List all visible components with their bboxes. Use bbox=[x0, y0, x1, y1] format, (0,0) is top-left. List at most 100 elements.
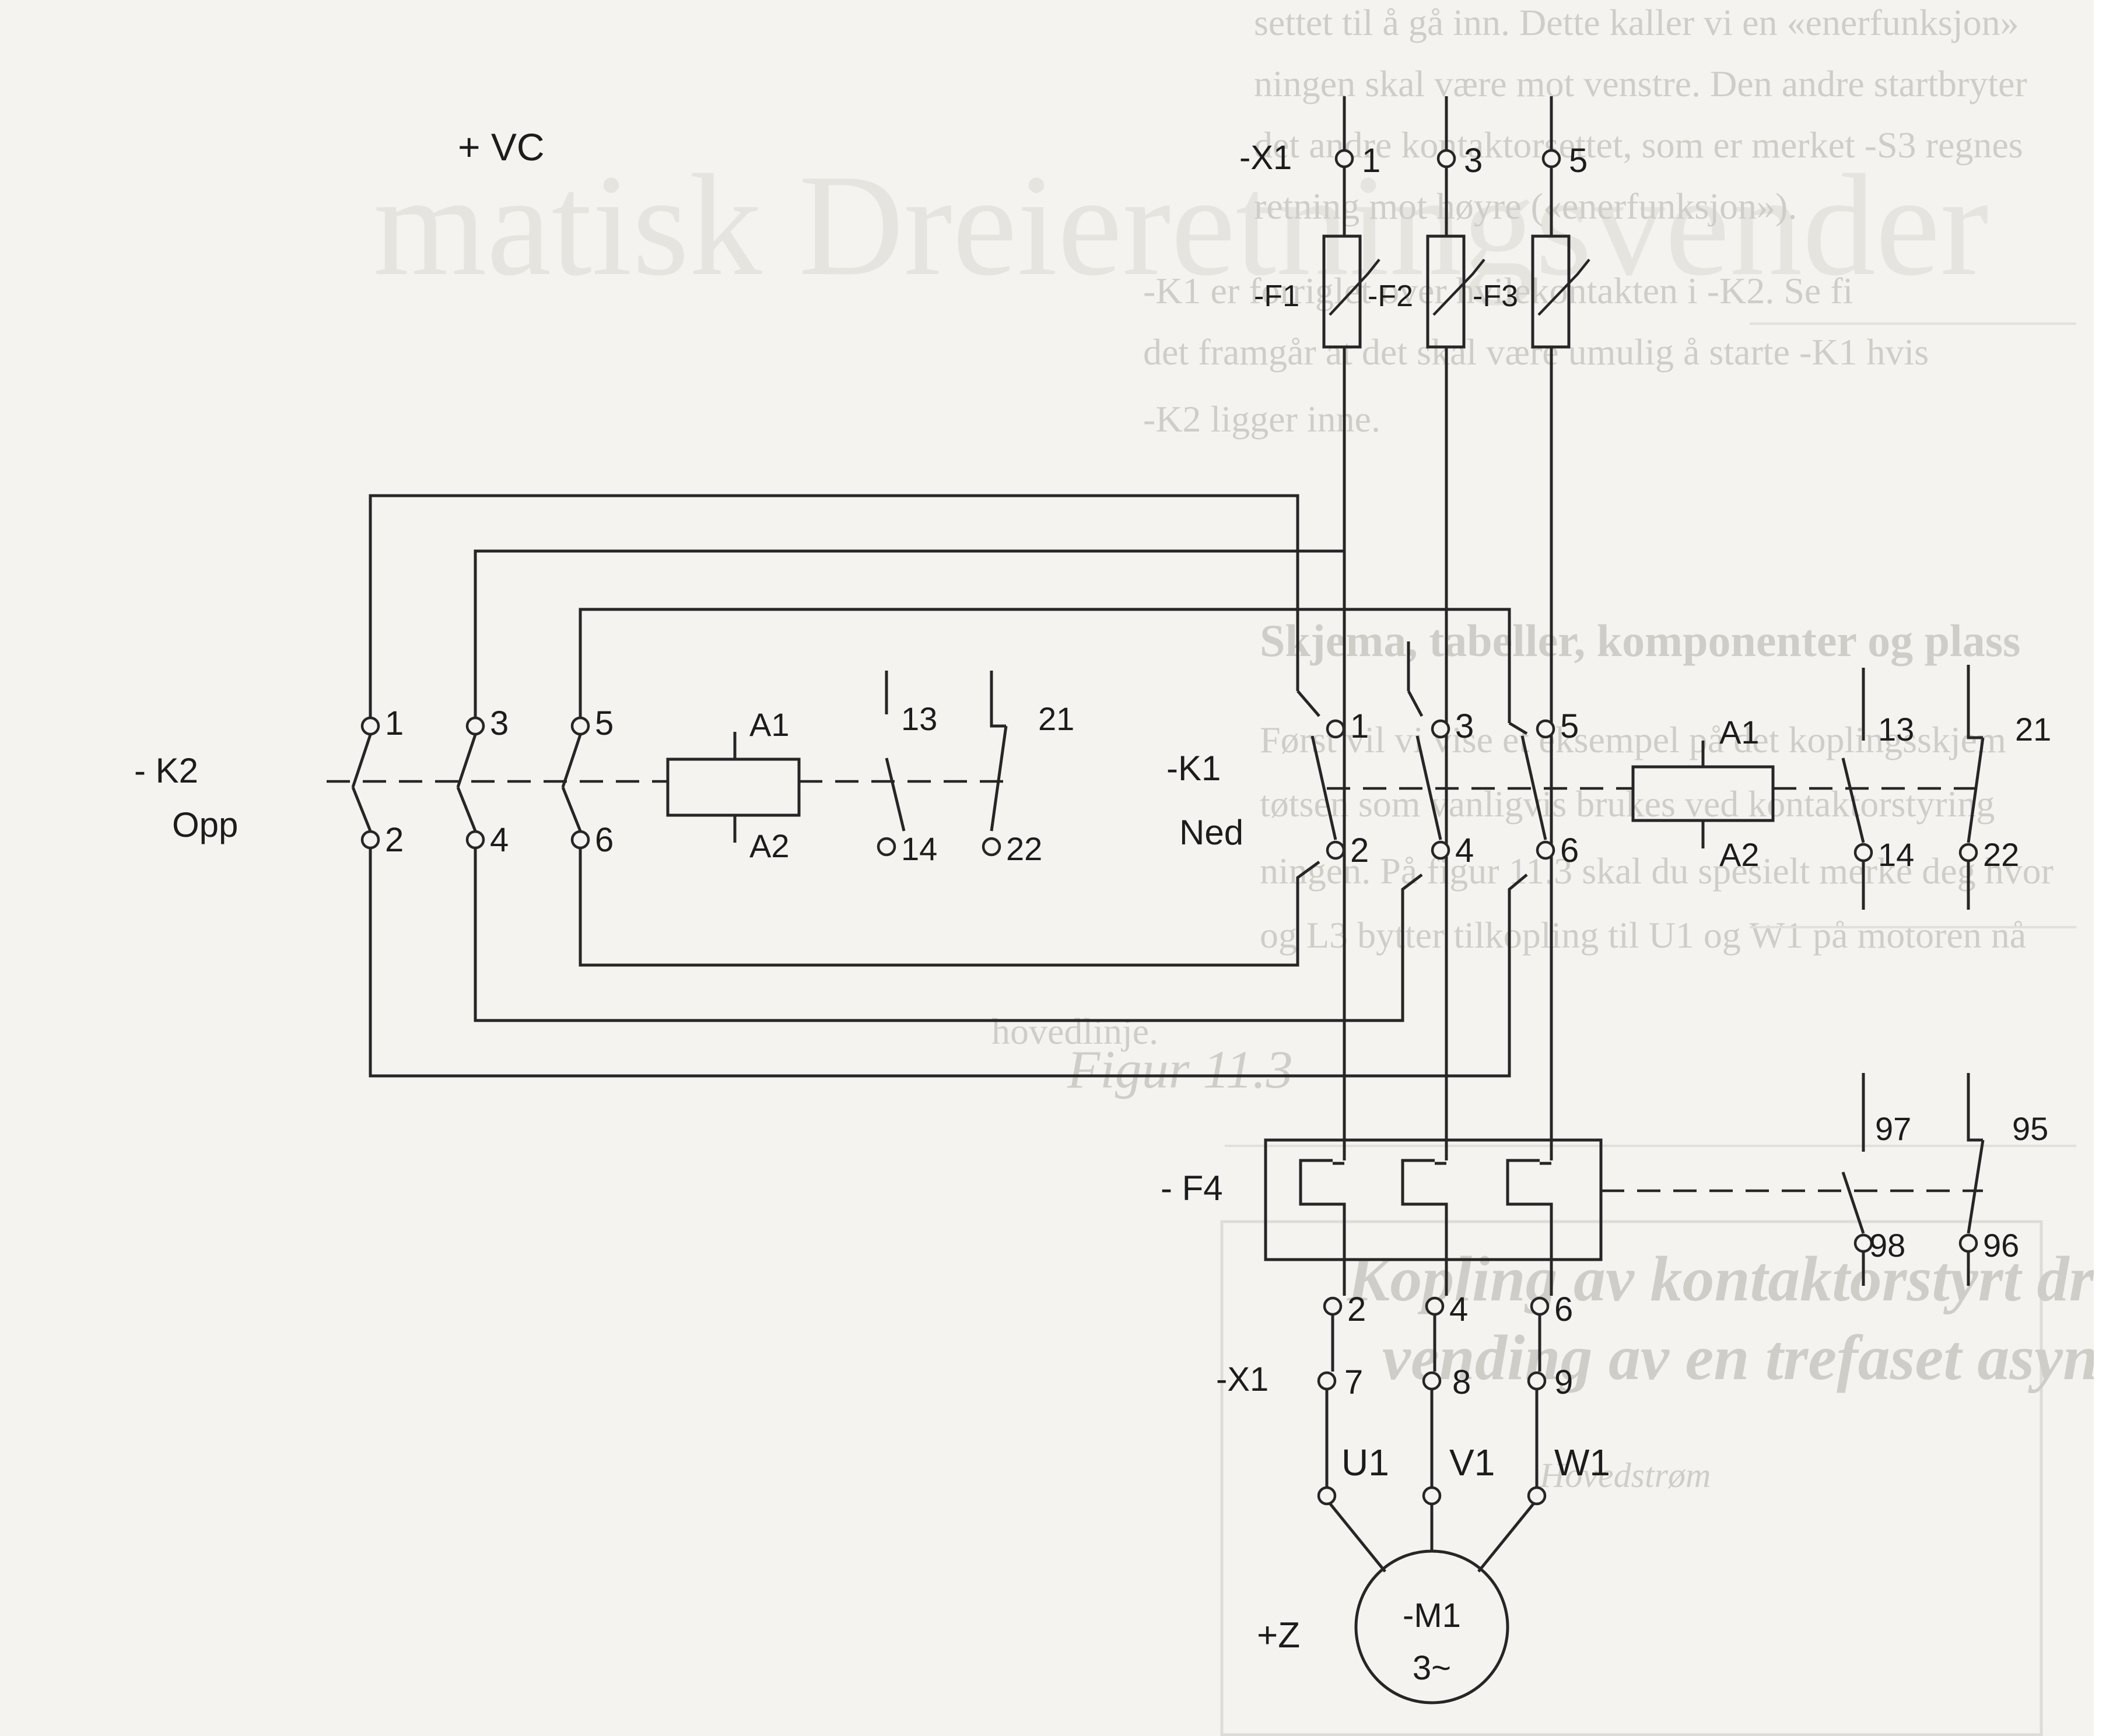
background-line: Først vil vi vise et eksempel på det kop… bbox=[1260, 719, 2006, 760]
terminal-circle bbox=[1317, 1371, 1337, 1391]
wire-loop-middle-bottom bbox=[474, 866, 1423, 1022]
aux-contact-nc bbox=[1967, 1139, 1985, 1234]
background-line: tøtsen som vanligvis brukes ved kontakto… bbox=[1260, 783, 1995, 825]
terminal-number: 95 bbox=[2012, 1110, 2048, 1147]
terminal-circle bbox=[1527, 1486, 1547, 1506]
background-line: det framgår at det skal være umulig å st… bbox=[1143, 331, 1929, 373]
terminal-number: 98 bbox=[1869, 1227, 1905, 1264]
wire bbox=[1508, 721, 1528, 735]
background-line: ningen. På figur 11.3 skal du spesielt m… bbox=[1260, 850, 2054, 892]
background-line: -K1 er forriglet over hvilekontakten i -… bbox=[1143, 270, 1853, 311]
terminal-circle bbox=[1326, 719, 1345, 739]
terminal-number: 21 bbox=[2015, 711, 2051, 748]
aux-contact-no bbox=[1841, 757, 1865, 843]
overload-relay-body bbox=[1264, 1138, 1603, 1261]
background-box bbox=[1220, 1220, 2043, 1736]
background-text: matisk Dreieretningsvender settet til å … bbox=[373, 0, 2120, 1736]
terminal-circle bbox=[1436, 149, 1456, 169]
coil-terminal-a2: A2 bbox=[749, 827, 790, 864]
wire-loop-outer-top bbox=[369, 494, 1299, 717]
main-contact-blade bbox=[1310, 735, 1337, 840]
terminal-circle bbox=[1530, 1296, 1550, 1316]
fuse-group: -F1 -F2 -F3 bbox=[1254, 167, 1590, 1152]
background-line: hovedlinje. bbox=[991, 1011, 1158, 1052]
terminal-circle bbox=[1853, 843, 1873, 862]
motor-label: -M1 bbox=[1403, 1597, 1461, 1635]
overload-relay-label: - F4 bbox=[1161, 1169, 1223, 1208]
terminal-number: 6 bbox=[1560, 832, 1579, 869]
terminal-circle bbox=[1422, 1371, 1442, 1391]
terminal-number: 7 bbox=[1344, 1363, 1363, 1401]
background-line: ningen skal være mot venstre. Den andre … bbox=[1254, 63, 2027, 104]
thermal-element bbox=[1506, 1159, 1553, 1245]
wire-loop-outer-bottom bbox=[369, 866, 1528, 1078]
background-section-title: Skjema, tabeller, komponenter og plass bbox=[1260, 615, 2020, 666]
terminal-number: 14 bbox=[901, 830, 937, 867]
fuse-f1-body bbox=[1322, 234, 1362, 349]
main-contact-blade bbox=[561, 734, 582, 788]
background-line: og L3 bytter tilkopling til U1 og W1 på … bbox=[1260, 914, 2026, 956]
motor-terminal-w1: W1 bbox=[1554, 1442, 1610, 1484]
aux-contact-no bbox=[1841, 1172, 1865, 1234]
terminal-circle bbox=[360, 716, 380, 736]
background-box-caption: Hovedstrøm bbox=[1539, 1456, 1711, 1495]
wire-loop-inner-bottom bbox=[579, 860, 1320, 967]
motor-terminal-u1: U1 bbox=[1341, 1442, 1389, 1484]
background-line: settet til å gå inn. Dette kaller vi en … bbox=[1254, 2, 2019, 43]
terminal-number: 13 bbox=[901, 700, 937, 737]
terminal-number: 96 bbox=[1983, 1227, 2019, 1264]
terminal-number: 2 bbox=[1350, 832, 1369, 869]
coil-terminal-a1: A1 bbox=[1719, 714, 1760, 750]
terminal-circle bbox=[360, 830, 380, 850]
terminal-number: 13 bbox=[1878, 711, 1914, 748]
supply-terminal-block: -X1 1 3 5 bbox=[1239, 96, 1588, 180]
aux-contact-no bbox=[885, 757, 906, 832]
terminal-number: 14 bbox=[1878, 836, 1914, 873]
terminal-number: 22 bbox=[1983, 836, 2019, 873]
main-contact-blade bbox=[456, 734, 477, 788]
motor-lead bbox=[1477, 1502, 1535, 1573]
terminal-number: 3 bbox=[490, 704, 509, 742]
location-label-z: +Z bbox=[1257, 1615, 1300, 1656]
contactor-label-k1: -K1 bbox=[1166, 749, 1221, 788]
wire-loop-middle-top bbox=[474, 549, 1344, 717]
terminal-circle bbox=[570, 830, 590, 850]
terminal-number: 4 bbox=[1449, 1290, 1468, 1328]
terminal-circle bbox=[1326, 840, 1345, 860]
terminal-number: 2 bbox=[1347, 1290, 1366, 1328]
terminal-circle bbox=[1541, 149, 1561, 169]
terminal-number: 22 bbox=[1006, 830, 1042, 867]
terminal-circle bbox=[570, 716, 590, 736]
background-line: -K2 ligger inne. bbox=[1143, 398, 1380, 440]
terminal-number: 1 bbox=[1362, 142, 1380, 180]
contactor-coil-k2 bbox=[666, 757, 801, 817]
terminal-circle bbox=[1527, 1371, 1547, 1391]
terminal-circle bbox=[877, 837, 896, 857]
terminal-circle bbox=[982, 837, 1001, 857]
terminal-circle bbox=[1425, 1296, 1445, 1316]
background-line: retning mot høyre («enerfunksjon»). bbox=[1254, 185, 1797, 227]
terminal-circle bbox=[1536, 840, 1555, 860]
wire bbox=[1296, 690, 1320, 717]
terminal-number: 1 bbox=[385, 704, 404, 742]
coil-terminal-a1: A1 bbox=[749, 706, 790, 743]
terminal-number: 3 bbox=[1464, 142, 1483, 180]
overload-relay-f4: - F4 97 98 95 96 bbox=[1161, 1073, 2048, 1296]
terminal-circle bbox=[1958, 1233, 1978, 1253]
terminal-block-label: -X1 bbox=[1239, 139, 1292, 177]
aux-contact-nc bbox=[1967, 737, 1985, 843]
background-heading: matisk Dreieretningsvender bbox=[373, 145, 1989, 306]
page-edge bbox=[2094, 0, 2120, 1736]
background-box-title: Kopling av kontaktorstyrt dreieretnings- bbox=[1347, 1243, 2120, 1314]
main-contact-blade bbox=[1415, 735, 1442, 840]
wire-loop-inner-top bbox=[579, 608, 1511, 723]
fuse-indicator bbox=[1432, 258, 1485, 316]
terminal-block-label: -X1 bbox=[1216, 1360, 1269, 1398]
fuse-label-f3: -F3 bbox=[1473, 279, 1518, 313]
motor-phase-label: 3~ bbox=[1413, 1649, 1451, 1687]
wire bbox=[1407, 690, 1424, 717]
location-label-vc: + VC bbox=[458, 125, 545, 169]
terminal-number: 2 bbox=[385, 821, 404, 859]
terminal-circle bbox=[1431, 840, 1450, 860]
